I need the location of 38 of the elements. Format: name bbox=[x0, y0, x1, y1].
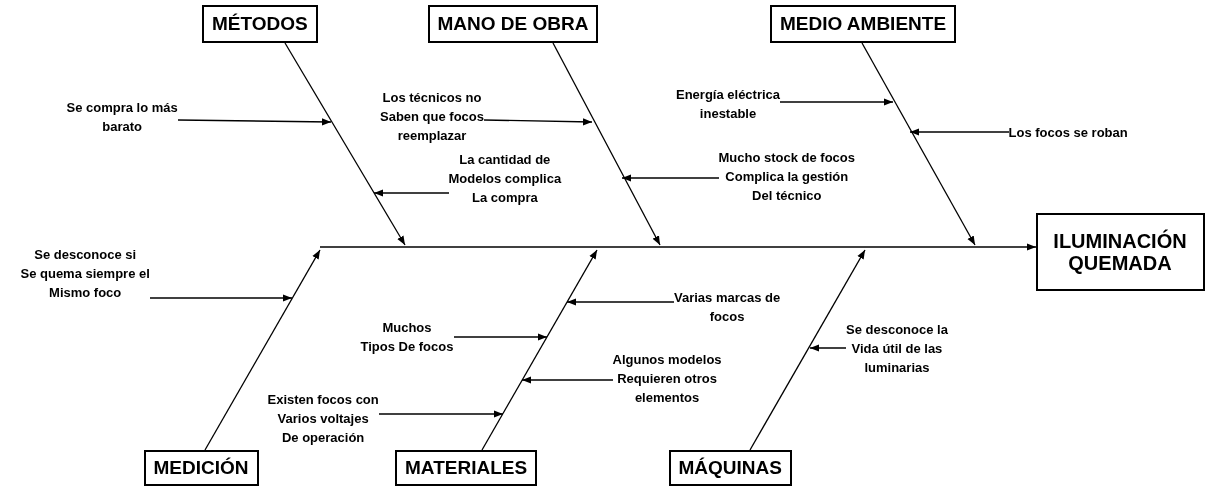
arrow bbox=[909, 128, 1010, 136]
arrow bbox=[378, 410, 504, 418]
arrow bbox=[861, 42, 976, 246]
cause-text: La cantidad de Modelos complica La compra bbox=[448, 150, 562, 207]
cause-text: Existen focos con Varios voltajes De operación bbox=[267, 390, 379, 447]
cause-text: Muchos Tipos De focos bbox=[360, 318, 454, 356]
effect-box: ILUMINACIÓN QUEMADA bbox=[1035, 213, 1205, 291]
category-box: MEDICIÓN bbox=[143, 450, 259, 486]
arrow bbox=[621, 174, 720, 182]
arrow bbox=[204, 249, 321, 451]
arrow bbox=[149, 294, 293, 302]
arrow bbox=[521, 376, 614, 384]
cause-text: Los técnicos no Saben que focos reemplazar bbox=[380, 88, 485, 145]
category-box: MANO DE OBRA bbox=[427, 5, 599, 43]
category-box: MÉTODOS bbox=[202, 5, 318, 43]
arrow bbox=[809, 344, 847, 352]
category-box: MÁQUINAS bbox=[668, 450, 792, 486]
arrow bbox=[552, 42, 661, 246]
arrow bbox=[453, 333, 548, 341]
arrow bbox=[779, 98, 894, 106]
arrow bbox=[566, 298, 675, 306]
cause-text: Se desconoce si Se quema siempre el Mismo foco bbox=[20, 245, 150, 302]
category-box: MATERIALES bbox=[395, 450, 538, 486]
arrow bbox=[284, 42, 406, 246]
arrow bbox=[373, 189, 450, 197]
cause-text: Energía eléctrica inestable bbox=[676, 85, 781, 123]
cause-text: Los focos se roban bbox=[1008, 123, 1128, 142]
category-box: MEDIO AMBIENTE bbox=[770, 5, 957, 43]
arrow bbox=[319, 243, 1037, 251]
cause-text: Algunos modelos Requieren otros elementos bbox=[612, 350, 722, 407]
arrow bbox=[749, 249, 866, 451]
cause-text: Se desconoce la Vida útil de las luminarias bbox=[846, 320, 948, 377]
arrow bbox=[483, 118, 593, 126]
arrow bbox=[481, 249, 598, 451]
arrow bbox=[177, 118, 332, 126]
cause-text: Se compra lo más barato bbox=[66, 98, 178, 136]
cause-text: Varias marcas de focos bbox=[674, 288, 781, 326]
cause-text: Mucho stock de focos Complica la gestión Del técnico bbox=[718, 148, 856, 205]
